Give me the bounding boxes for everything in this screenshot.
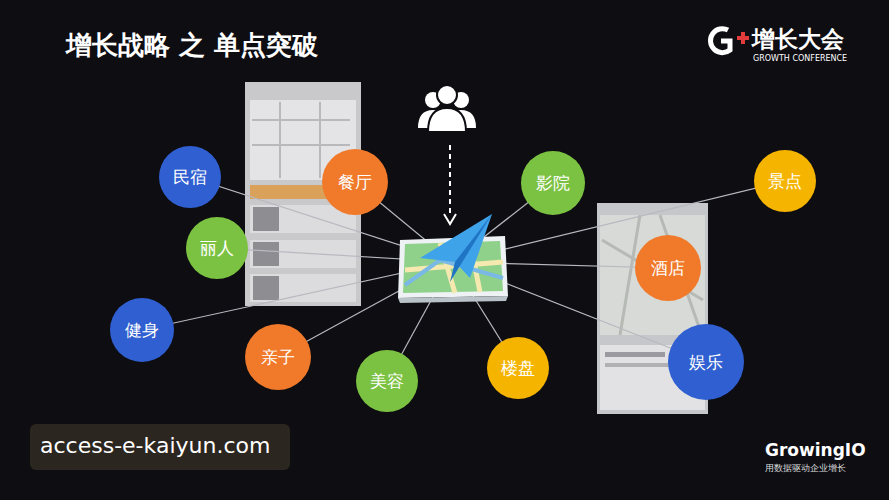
dashed-arrow xyxy=(449,145,451,215)
category-label: 酒店 xyxy=(651,257,685,280)
brand-name: GrowingIO xyxy=(765,440,866,460)
watermark: access-e-kaiyun.com xyxy=(40,433,270,458)
category-label: 景点 xyxy=(768,170,802,193)
logo-mark xyxy=(710,29,749,53)
category-label: 民宿 xyxy=(173,166,207,189)
category-label: 美容 xyxy=(370,370,404,393)
category-circle: 楼盘 xyxy=(487,337,549,399)
watermark-panel xyxy=(30,424,290,470)
category-label: 餐厅 xyxy=(338,171,372,194)
category-circle: 美容 xyxy=(356,350,418,412)
category-circle: 景点 xyxy=(754,150,816,212)
category-label: 亲子 xyxy=(261,346,295,369)
category-circle: 亲子 xyxy=(245,324,311,390)
logo-subtitle: GROWTH CONFERENCE xyxy=(753,54,847,63)
category-label: 健身 xyxy=(125,319,159,342)
brand-slogan: 用数据驱动企业增长 xyxy=(765,462,846,475)
category-circle: 娱乐 xyxy=(668,324,744,400)
category-circle: 餐厅 xyxy=(322,149,388,215)
logo-text: 增长大会 xyxy=(752,24,844,55)
category-circle: 丽人 xyxy=(186,217,248,279)
users-icon xyxy=(418,85,476,132)
category-label: 娱乐 xyxy=(689,351,723,374)
category-label: 影院 xyxy=(536,172,570,195)
category-label: 丽人 xyxy=(200,237,234,260)
category-circle: 健身 xyxy=(110,298,174,362)
category-circle: 酒店 xyxy=(635,235,701,301)
category-circle: 民宿 xyxy=(159,146,221,208)
slide-title: 增长战略 之 单点突破 xyxy=(66,28,318,63)
map-icon xyxy=(398,214,508,303)
category-circle: 影院 xyxy=(521,151,585,215)
arrow-head xyxy=(444,214,456,224)
category-label: 楼盘 xyxy=(501,357,535,380)
